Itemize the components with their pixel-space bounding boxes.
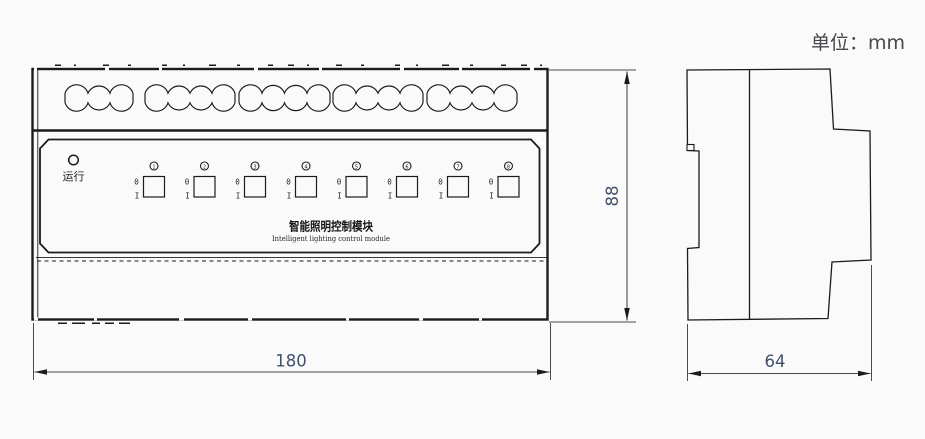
dimension-depth: 64 <box>687 265 872 381</box>
run-led-label: 运行 <box>63 170 85 183</box>
channel-number: 4 <box>304 164 307 170</box>
arrow-up-icon <box>624 71 630 84</box>
module-title-en: Intelligent lighting control module <box>272 234 390 243</box>
height-value: 88 <box>603 186 622 207</box>
terminal-group <box>426 84 518 112</box>
terminal-group <box>238 84 331 112</box>
switch-unit: 3 0 I <box>235 161 267 201</box>
front-panel <box>39 138 541 254</box>
channel-number: 8 <box>507 164 510 170</box>
channel-led-icon <box>149 161 159 171</box>
switch-button <box>294 175 318 198</box>
terminal-strip <box>64 84 518 112</box>
switch-off-label: 0 <box>235 178 240 187</box>
switch-on-label: I <box>337 192 342 201</box>
switch-button <box>243 175 267 198</box>
arrow-down-icon <box>624 308 630 321</box>
terminal-group <box>144 84 236 112</box>
switch-button <box>193 175 216 198</box>
switch-on-label: I <box>236 192 241 201</box>
switch-unit: 1 0 I <box>134 161 166 201</box>
arrow-right-icon <box>537 369 550 375</box>
arrow-right-icon <box>858 370 871 377</box>
switch-off-label: 0 <box>438 178 443 187</box>
switch-unit: 7 0 I <box>438 161 470 201</box>
switch-row: 1 0 I 2 0 I 3 0 I 4 0 I 5 <box>134 161 520 201</box>
arrow-left-icon <box>688 370 701 377</box>
switch-off-label: 0 <box>337 178 342 187</box>
channel-number: 5 <box>355 164 358 170</box>
channel-number: 6 <box>405 164 408 170</box>
switch-unit: 5 0 I <box>337 161 368 201</box>
front-view: 运行 <box>31 64 549 324</box>
channel-led-icon <box>199 161 210 171</box>
channel-led-icon <box>402 161 412 171</box>
switch-on-label: I <box>439 192 444 201</box>
switch-on-label: I <box>135 192 140 201</box>
channel-led-icon <box>301 161 311 171</box>
width-value: 180 <box>275 352 307 371</box>
terminal-group <box>332 84 424 112</box>
channel-number: 1 <box>152 164 155 170</box>
switch-on-label: I <box>287 192 292 201</box>
module-title-cn: 智能照明控制模块 <box>288 219 374 234</box>
depth-value: 64 <box>765 352 786 371</box>
channel-number: 3 <box>253 164 256 170</box>
dimension-width: 180 <box>33 323 551 380</box>
channel-led-icon <box>453 161 463 171</box>
switch-off-label: 0 <box>286 178 291 187</box>
channel-number: 2 <box>203 164 206 170</box>
side-view <box>686 68 872 321</box>
switch-on-label: I <box>388 192 393 201</box>
channel-number: 7 <box>456 164 459 170</box>
switch-button <box>497 175 520 198</box>
channel-led-icon <box>250 161 260 171</box>
terminal-group <box>64 84 134 112</box>
switch-button <box>142 175 166 198</box>
switch-on-label: I <box>489 192 494 201</box>
switch-unit: 6 0 I <box>387 161 419 201</box>
switch-off-label: 0 <box>134 178 139 187</box>
switch-off-label: 0 <box>387 178 392 187</box>
switch-unit: 4 0 I <box>286 161 318 201</box>
switch-off-label: 0 <box>489 178 494 187</box>
switch-unit: 2 0 I <box>185 161 216 201</box>
dimension-height: 88 <box>549 69 636 323</box>
switch-on-label: I <box>185 192 190 201</box>
switch-unit: 8 0 I <box>489 161 520 201</box>
arrow-left-icon <box>34 369 47 375</box>
channel-led-icon <box>503 161 514 171</box>
channel-led-icon <box>351 161 362 171</box>
run-led-icon <box>67 154 80 166</box>
switch-button <box>446 175 470 198</box>
switch-off-label: 0 <box>185 178 190 187</box>
din-clip-notch <box>686 143 695 152</box>
switch-button <box>345 175 368 198</box>
side-profile <box>686 68 872 321</box>
switch-button <box>395 175 419 198</box>
unit-note: 单位：mm <box>811 32 905 54</box>
enclosure-outline <box>31 67 549 321</box>
